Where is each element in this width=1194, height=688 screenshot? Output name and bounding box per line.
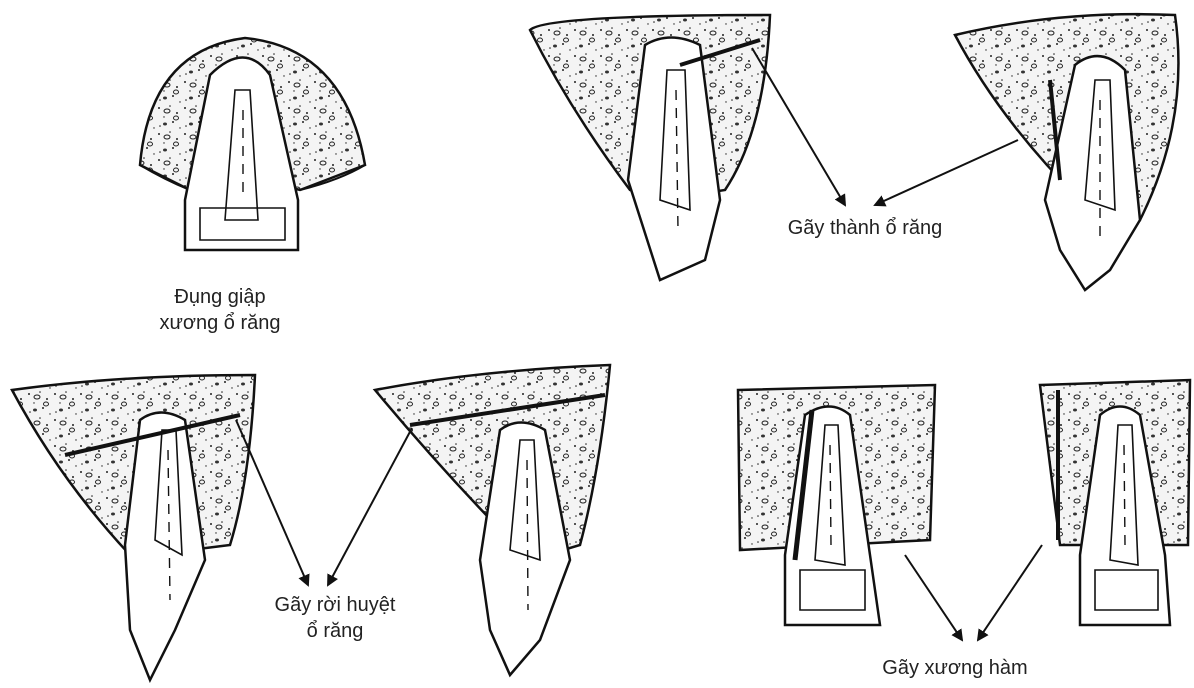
label-alveolar-segment-fracture: Gãy rời huyệt ổ răng — [230, 592, 440, 644]
label-segment-line1: Gãy rời huyệt — [230, 592, 440, 618]
label-concussion-line2: xương ổ răng — [140, 310, 300, 336]
tooth-wall-fracture-right — [955, 14, 1178, 290]
tooth-jaw-fracture-right — [1040, 380, 1190, 625]
arrow-wall-2 — [875, 140, 1018, 205]
tooth-wall-fracture-left — [530, 15, 770, 280]
arrow-wall-1 — [752, 48, 845, 205]
arrow-segment-1 — [236, 420, 308, 585]
arrow-jaw-2 — [978, 545, 1042, 640]
arrow-jaw-1 — [905, 555, 962, 640]
label-concussion-line1: Đụng giập — [140, 284, 300, 310]
label-alveolar-wall-fracture: Gãy thành ổ răng — [750, 215, 980, 241]
tooth-segment-fracture-left — [12, 375, 255, 680]
label-segment-line2: ổ răng — [230, 618, 440, 644]
label-jaw-fracture: Gãy xương hàm — [855, 655, 1055, 681]
arrow-segment-2 — [328, 428, 412, 585]
tooth-concussion — [140, 38, 365, 250]
label-concussion: Đụng giập xương ổ răng — [140, 284, 300, 336]
tooth-jaw-fracture-left — [738, 385, 935, 625]
